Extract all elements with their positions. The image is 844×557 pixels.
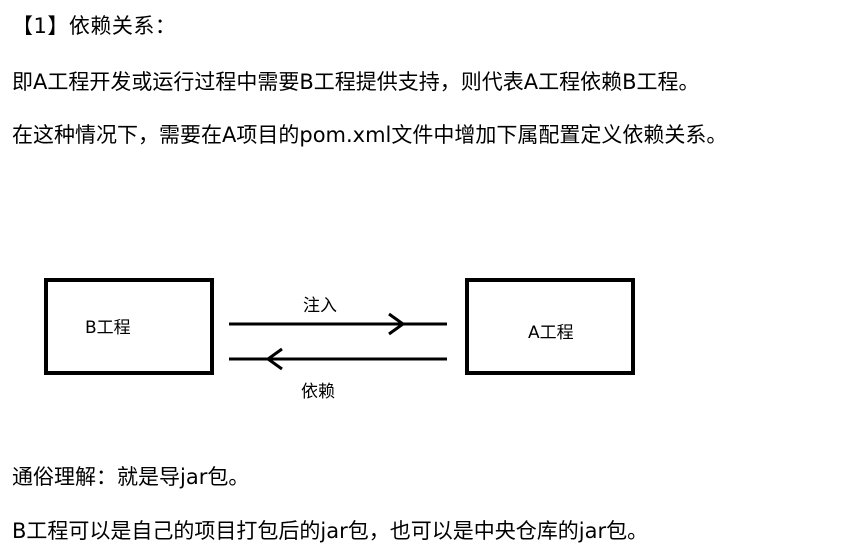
inject-label: 注入 [303,296,337,316]
project-a-label: A工程 [528,323,574,343]
project-b-box [44,278,214,375]
paragraph-jar-source: B工程可以是自己的项目打包后的jar包，也可以是中央仓库的jar包。 [12,519,649,543]
depend-label: 依赖 [301,382,335,402]
section-heading: 【1】依赖关系： [12,14,177,38]
paragraph-definition: 即A工程开发或运行过程中需要B工程提供支持，则代表A工程依赖B工程。 [12,70,700,94]
project-a-box [465,278,635,375]
inject-arrow [229,312,447,336]
project-b-label: B工程 [85,318,131,338]
depend-arrow [229,347,447,371]
paragraph-jar-explanation: 通俗理解：就是导jar包。 [12,465,250,489]
paragraph-pom-config: 在这种情况下，需要在A项目的pom.xml文件中增加下属配置定义依赖关系。 [12,123,728,147]
